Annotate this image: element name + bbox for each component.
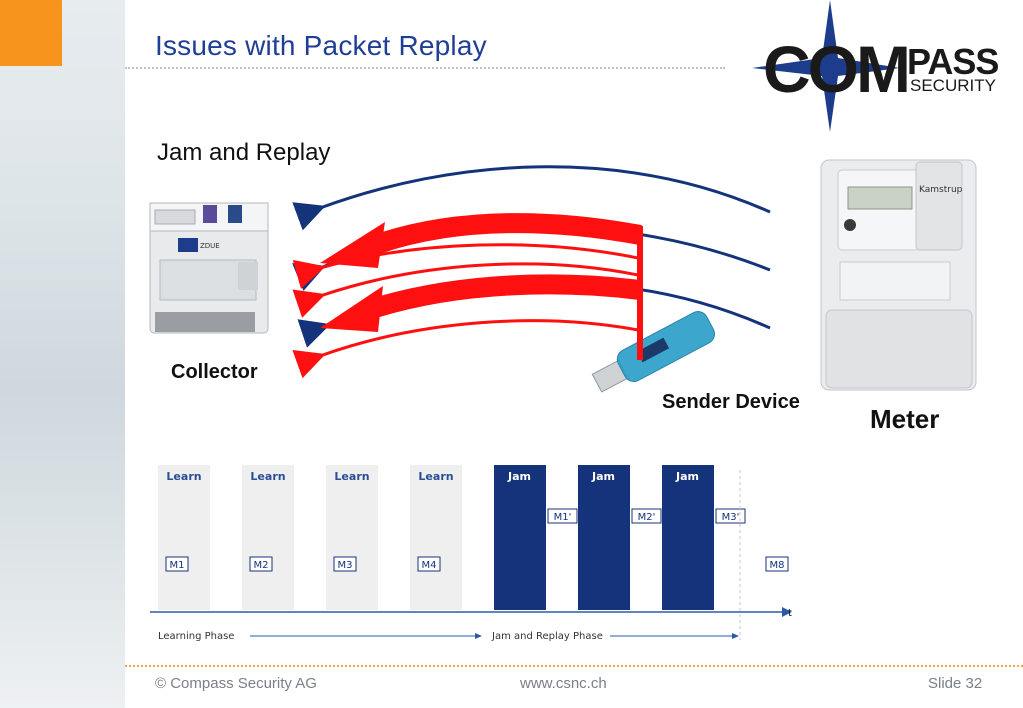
learn-label: Learn <box>166 470 201 483</box>
replayed-message-label: M2' <box>638 512 656 523</box>
sender-device-label: Sender Device <box>662 391 800 413</box>
learn-label: Learn <box>334 470 369 483</box>
learn-label: Learn <box>418 470 453 483</box>
message-box <box>547 508 578 524</box>
message-label: M8 <box>770 560 785 571</box>
sender-device <box>591 311 715 393</box>
message-box <box>631 508 662 524</box>
replay-arc-thin-3 <box>292 319 639 379</box>
message-label: M2 <box>254 560 269 571</box>
collector-brand: ZDUE <box>200 242 220 250</box>
jam-slot <box>662 465 714 610</box>
learn-slot <box>242 465 294 610</box>
message-label: M4 <box>422 560 437 571</box>
replay-arc-thin-2 <box>292 262 639 318</box>
collector-label: Collector <box>171 361 258 383</box>
footer-url[interactable]: www.csnc.ch <box>520 675 607 692</box>
jam-slot <box>578 465 630 610</box>
jam-arrowhead-1 <box>320 222 385 268</box>
jam-arrow-2 <box>372 274 642 318</box>
meter-device: Kamstrup <box>820 159 977 391</box>
jam-phase-label: Jam and Replay Phase <box>491 631 603 642</box>
message-box <box>249 556 273 572</box>
learn-slot <box>326 465 378 610</box>
learn-slot <box>158 465 210 610</box>
jam-label: Jam <box>507 470 531 483</box>
jam-phase-arrowhead <box>732 633 739 639</box>
message-label: M1 <box>170 560 185 571</box>
learning-phase-label: Learning Phase <box>158 631 234 642</box>
jam-arrowhead-2 <box>320 286 383 332</box>
orange-accent-block <box>0 0 62 66</box>
page-title: Issues with Packet Replay <box>155 30 487 61</box>
decorative-side-panel <box>0 0 125 708</box>
meter-label: Meter <box>870 404 940 434</box>
learn-slot <box>410 465 462 610</box>
message-box <box>165 556 189 572</box>
jam-label: Jam <box>591 470 615 483</box>
message-box <box>333 556 357 572</box>
slide-number: Slide 32 <box>928 675 983 692</box>
time-axis-arrowhead <box>782 607 792 617</box>
footer-divider <box>125 665 1023 667</box>
message-box <box>417 556 441 572</box>
footer-copyright: © Compass Security AG <box>155 675 317 692</box>
meter-signal-arc-1 <box>292 165 771 231</box>
jam-arrow-1 <box>371 213 642 255</box>
replayed-message-label: M1' <box>554 512 572 523</box>
message-box <box>765 556 789 572</box>
slide-subtitle: Jam and Replay <box>157 139 331 166</box>
learn-label: Learn <box>250 470 285 483</box>
collector-device: ZDUE <box>149 202 269 334</box>
title-divider <box>125 67 725 69</box>
learning-phase-arrowhead <box>475 633 482 639</box>
meter-brand: Kamstrup <box>919 185 963 195</box>
message-label: M3 <box>338 560 353 571</box>
jam-label: Jam <box>675 470 699 483</box>
message-box <box>715 508 746 524</box>
time-axis-label: t <box>788 608 792 619</box>
replayed-message-label: M3' <box>722 512 740 523</box>
jam-slot <box>494 465 546 610</box>
